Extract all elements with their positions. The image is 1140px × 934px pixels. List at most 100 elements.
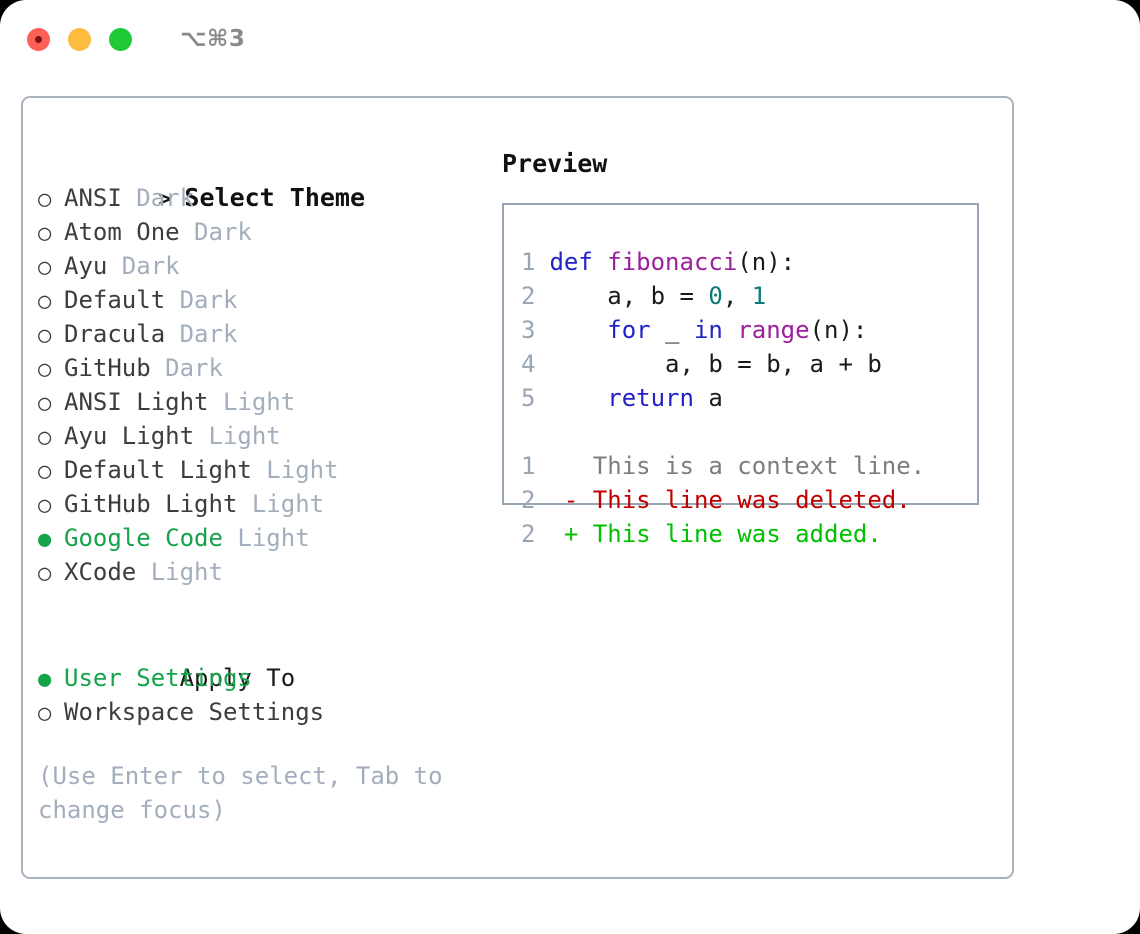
line-number: 2 <box>521 282 536 310</box>
apply-to-list: ● User Settings ○ Workspace Settings <box>38 661 498 729</box>
radio-unselected-icon[interactable]: ○ <box>38 701 52 726</box>
code-token: a <box>693 384 723 412</box>
line-number: 1 <box>521 452 536 480</box>
close-button-icon[interactable] <box>27 27 50 51</box>
diff-line: 2 - This line was deleted. <box>521 483 977 517</box>
code-token <box>723 316 737 344</box>
theme-list-item[interactable]: ○ANSI Light Light <box>38 385 498 419</box>
theme-list-item[interactable]: ○GitHub Dark <box>38 351 498 385</box>
radio-selected-icon[interactable]: ● <box>38 527 52 552</box>
apply-to-label: Apply To <box>179 664 296 692</box>
theme-variant-tag: Light <box>194 422 281 450</box>
code-token: a, b = b, a + b <box>549 350 882 378</box>
radio-unselected-icon[interactable]: ○ <box>38 493 52 518</box>
diff-line: 1 This is a context line. <box>521 449 977 483</box>
code-token: return <box>607 384 694 412</box>
theme-list-item[interactable]: ●Google Code Light <box>38 521 498 555</box>
section-spacer <box>38 589 498 627</box>
code-line: 2 a, b = 0, 1 <box>521 279 977 313</box>
keyboard-shortcut-label: ⌥⌘3 <box>180 26 246 52</box>
radio-unselected-icon[interactable]: ○ <box>38 323 52 348</box>
code-token: range <box>737 316 810 344</box>
theme-list-item[interactable]: ○GitHub Light Light <box>38 487 498 521</box>
theme-name: Atom One <box>64 218 180 246</box>
theme-list-item[interactable]: ○Dracula Dark <box>38 317 498 351</box>
diff-line: 2 + This line was added. <box>521 517 977 551</box>
theme-list-item[interactable]: ○ Default Light Light <box>38 453 498 487</box>
radio-unselected-icon[interactable]: ○ <box>38 391 52 416</box>
theme-selection-column: >Select Theme ○ANSI Dark○Atom One Dark○A… <box>38 147 498 827</box>
code-token: def <box>549 248 608 276</box>
theme-variant-tag: Dark <box>165 286 238 314</box>
code-token: a, b = <box>549 282 709 310</box>
select-theme-label: Select Theme <box>184 183 366 212</box>
radio-unselected-icon[interactable]: ○ <box>38 221 52 246</box>
apply-to-name: Workspace Settings <box>64 698 325 726</box>
theme-name: Ayu <box>64 252 108 280</box>
theme-list-item[interactable]: ○ Ayu Light Light <box>38 419 498 453</box>
radio-unselected-icon[interactable]: ○ <box>38 459 52 484</box>
theme-variant-tag: Light <box>208 388 296 416</box>
code-line: 1 def fibonacci(n): <box>521 245 977 279</box>
preview-title: Preview <box>502 149 608 178</box>
line-number: 4 <box>521 350 536 378</box>
radio-unselected-icon[interactable]: ○ <box>38 187 52 212</box>
diff-text: This is a context line. <box>549 452 926 480</box>
apply-to-item[interactable]: ○ Workspace Settings <box>38 695 498 729</box>
code-token: , <box>722 282 752 310</box>
theme-list: ○ANSI Dark○Atom One Dark○Ayu Dark○Defaul… <box>38 181 498 589</box>
radio-unselected-icon[interactable]: ○ <box>38 255 52 280</box>
preview-column: Preview 1 def fibonacci(n):2 a, b = 0, 1… <box>502 147 1002 548</box>
zoom-button-icon[interactable] <box>109 27 132 51</box>
prompt-caret-icon: > <box>158 187 172 212</box>
theme-list-item[interactable]: ○ XCode Light <box>38 555 498 589</box>
theme-variant-tag: Light <box>136 558 223 586</box>
code-token <box>549 316 607 344</box>
code-token: fibonacci <box>607 248 738 276</box>
apply-to-name: User Settings <box>64 664 252 692</box>
line-number: 5 <box>521 384 536 412</box>
code-token: _ <box>650 316 694 344</box>
apply-to-item[interactable]: ● User Settings <box>38 661 498 695</box>
title-bar: ⌥⌘3 <box>0 0 1140 78</box>
minimize-button-icon[interactable] <box>68 27 91 51</box>
theme-name: Default Light <box>64 456 252 484</box>
code-token: (n): <box>809 316 868 344</box>
theme-variant-tag: Dark <box>179 218 252 246</box>
code-token: in <box>693 316 723 344</box>
line-number: 3 <box>521 316 536 344</box>
line-number: 2 <box>521 486 536 514</box>
theme-name: ANSI <box>64 184 122 212</box>
radio-unselected-icon[interactable]: ○ <box>38 289 52 314</box>
theme-name: Ayu Light <box>64 422 195 450</box>
theme-list-item[interactable]: ○ Default Dark <box>38 283 498 317</box>
diff-sample: 1 This is a context line.2 - This line w… <box>521 449 977 551</box>
code-token: 0 <box>708 282 723 310</box>
keyboard-hint-text: (Use Enter to select, Tab to change focu… <box>38 762 458 824</box>
radio-selected-icon[interactable]: ● <box>38 667 52 692</box>
radio-unselected-icon[interactable]: ○ <box>38 425 52 450</box>
theme-name: Default <box>64 286 166 314</box>
select-theme-header: > Select Theme <box>38 147 498 212</box>
line-number: 1 <box>521 248 536 276</box>
diff-text: - This line was deleted. <box>549 486 911 514</box>
theme-name: GitHub <box>64 354 151 382</box>
code-token: 1 <box>751 282 767 310</box>
diff-text: + This line was added. <box>549 520 882 548</box>
code-line: 4 a, b = b, a + b <box>521 347 977 381</box>
radio-unselected-icon[interactable]: ○ <box>38 561 52 586</box>
theme-list-item[interactable]: ○Ayu Dark <box>38 249 498 283</box>
theme-list-item[interactable]: ○ANSI Dark <box>38 181 498 215</box>
code-token: for <box>607 316 651 344</box>
theme-name: Google Code <box>64 524 223 552</box>
theme-name: Dracula <box>64 320 166 348</box>
code-line: 3 for _ in range(n): <box>521 313 977 347</box>
theme-name: XCode <box>64 558 137 586</box>
code-token <box>549 384 607 412</box>
theme-variant-tag: Light <box>251 456 339 484</box>
radio-unselected-icon[interactable]: ○ <box>38 357 52 382</box>
theme-list-item[interactable]: ○ Atom One Dark <box>38 215 498 249</box>
theme-name: GitHub Light <box>64 490 238 518</box>
